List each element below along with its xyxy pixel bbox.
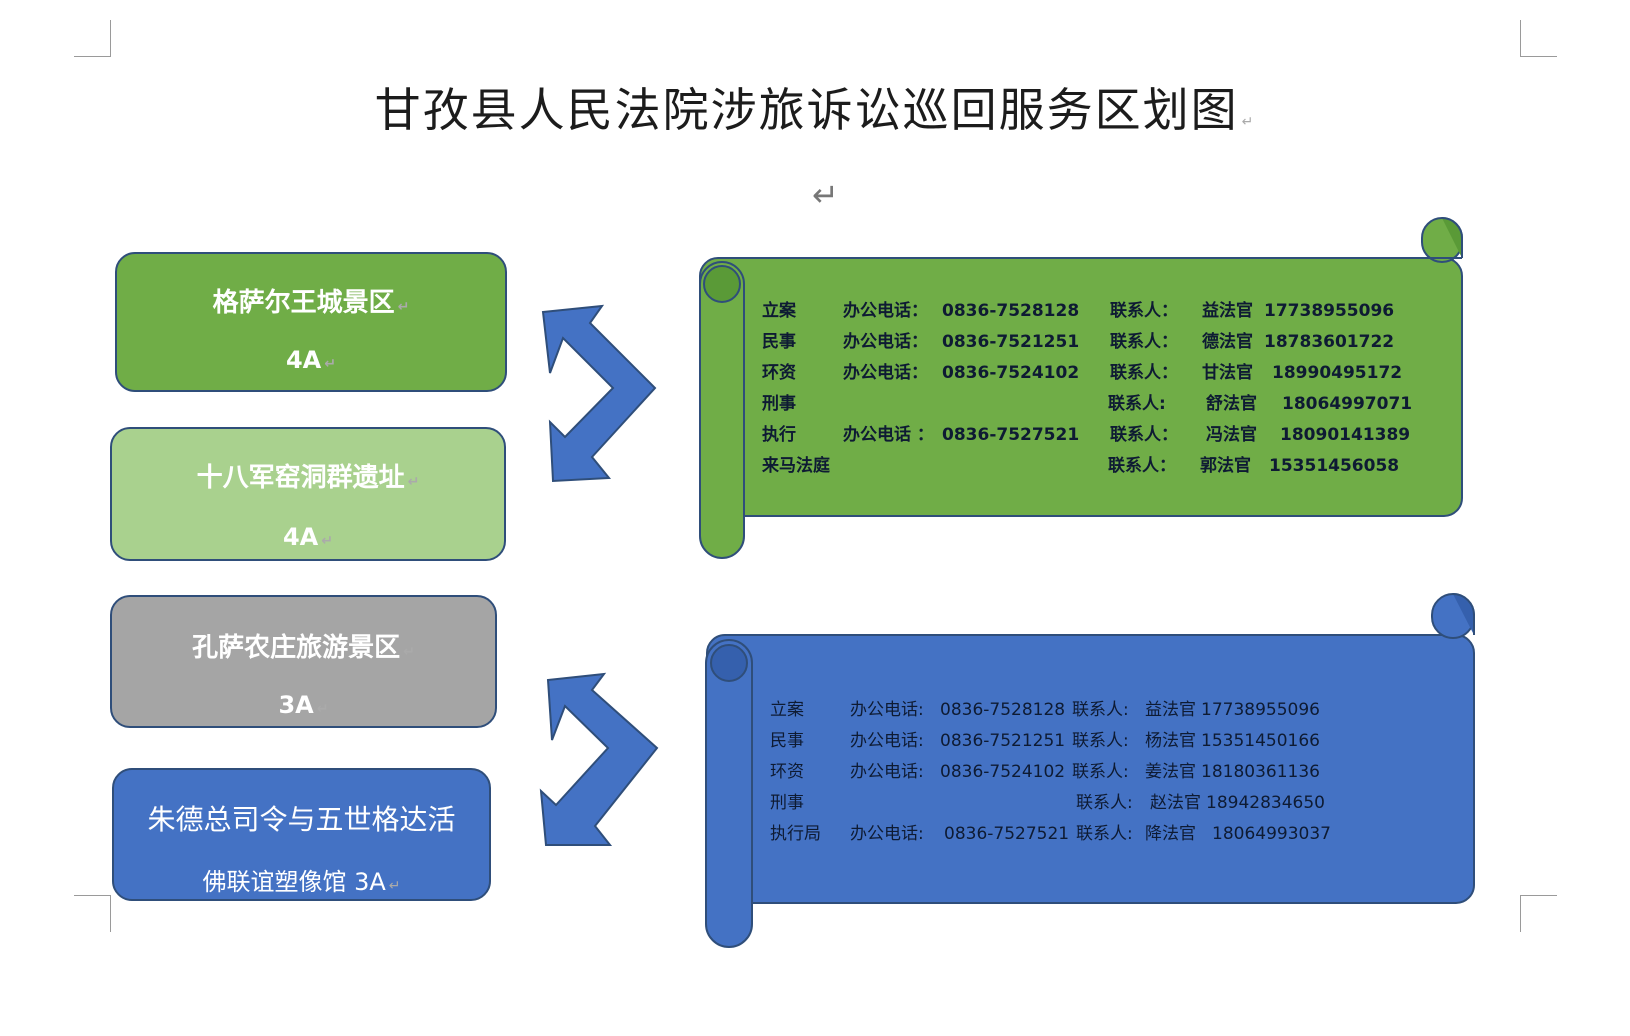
page-title-text: 甘孜县人民法院涉旅诉讼巡回服务区划图 xyxy=(374,83,1239,137)
dept-label: 环资 xyxy=(762,363,796,383)
site-name: 格萨尔王城景区 xyxy=(212,288,395,318)
mobile-number: 18783601722 xyxy=(1264,332,1395,352)
phone-number: 0836-7524102 xyxy=(942,363,1080,383)
page-title: 甘孜县人民法院涉旅诉讼巡回服务区划图↵ xyxy=(0,74,1630,140)
dept-label: 刑事 xyxy=(770,793,804,813)
mobile-number: 18180361136 xyxy=(1201,762,1320,782)
site-box-18th-army-caves: 十八军窑洞群遗址↵ 4A↵ xyxy=(110,427,506,561)
site-name: 孔萨农庄旅游景区 xyxy=(192,633,401,663)
dept-label: 民事 xyxy=(770,731,804,751)
mobile-number: 18064997071 xyxy=(1282,394,1413,414)
phone-label: 办公电话: xyxy=(850,824,924,844)
dept-label: 立案 xyxy=(770,700,804,720)
site-box-kongsa-farm: 孔萨农庄旅游景区↵ 3A↵ xyxy=(110,595,497,728)
contact-name: 益法官 xyxy=(1145,700,1196,720)
double-arrow-icon xyxy=(541,304,657,483)
mobile-number: 15351450166 xyxy=(1201,731,1320,751)
dept-label: 刑事 xyxy=(762,394,796,414)
contact-label: 联系人： xyxy=(1110,425,1178,445)
paragraph-mark: ↵ xyxy=(1241,114,1256,130)
contact-label: 联系人: xyxy=(1072,700,1129,720)
phone-label: 办公电话: xyxy=(850,731,924,751)
dept-label: 立案 xyxy=(762,301,796,321)
contact-scroll-green xyxy=(699,217,1463,559)
contact-label: 联系人： xyxy=(1110,332,1178,352)
dept-label: 执行局 xyxy=(770,824,821,844)
contact-label: 联系人： xyxy=(1110,301,1178,321)
mobile-number: 18090141389 xyxy=(1280,425,1411,445)
paragraph-mark: ↵ xyxy=(324,356,336,372)
mobile-number: 17738955096 xyxy=(1201,700,1320,720)
phone-number: 0836-7528128 xyxy=(940,700,1066,720)
double-arrow-icon xyxy=(539,672,659,846)
phone-number: 0836-7527521 xyxy=(942,425,1080,445)
contact-label: 联系人: xyxy=(1076,824,1133,844)
contact-name: 冯法官 xyxy=(1206,425,1257,445)
paragraph-mark: ↵ xyxy=(316,701,329,717)
site-rating: 佛联谊塑像馆 3A xyxy=(202,868,386,896)
contact-name: 赵法官 xyxy=(1150,793,1201,813)
contact-label: 联系人: xyxy=(1072,731,1129,751)
contact-name: 姜法官 xyxy=(1145,762,1196,782)
paragraph-mark: ↵ xyxy=(397,299,410,315)
contact-label: 联系人: xyxy=(1108,394,1166,414)
paragraph-mark: ↵ xyxy=(403,644,415,660)
phone-number: 0836-7528128 xyxy=(942,301,1080,321)
site-name: 十八军窑洞群遗址 xyxy=(196,463,405,493)
site-box-zhude-statue-hall: 朱德总司令与五世格达活 佛联谊塑像馆 3A↵ xyxy=(112,768,491,901)
paragraph-mark: ↵ xyxy=(388,878,401,894)
phone-label: 办公电话： xyxy=(843,332,928,352)
paragraph-mark: ↵ xyxy=(407,474,420,490)
phone-label: 办公电话: xyxy=(850,762,924,782)
site-rating: 3A xyxy=(278,691,314,719)
contact-name: 益法官 xyxy=(1202,301,1253,321)
contact-name: 德法官 xyxy=(1202,332,1253,352)
paragraph-mark: ↵ xyxy=(321,533,333,549)
contact-name: 甘法官 xyxy=(1202,363,1253,383)
phone-number: 0836-7524102 xyxy=(940,762,1066,782)
contact-label: 联系人： xyxy=(1108,456,1176,476)
crop-mark-top-right xyxy=(1520,20,1557,57)
site-rating: 4A xyxy=(285,346,322,374)
contact-label: 联系人: xyxy=(1076,793,1133,813)
phone-label: 办公电话 ： xyxy=(843,425,934,445)
crop-mark-bottom-left xyxy=(74,895,111,932)
phone-number: 0836-7521251 xyxy=(942,332,1080,352)
dept-label: 民事 xyxy=(762,332,796,352)
contact-name: 杨法官 xyxy=(1145,731,1196,751)
dept-label: 来马法庭 xyxy=(762,456,830,476)
site-name: 朱德总司令与五世格达活 xyxy=(147,803,456,836)
mobile-number: 15351456058 xyxy=(1269,456,1400,476)
mobile-number: 18942834650 xyxy=(1206,793,1325,813)
phone-number: 0836-7527521 xyxy=(944,824,1070,844)
dept-label: 环资 xyxy=(770,762,804,782)
contact-scroll-blue xyxy=(705,593,1475,948)
return-arrow-icon: ↵ xyxy=(812,176,839,214)
phone-label: 办公电话: xyxy=(850,700,924,720)
contact-name: 郭法官 xyxy=(1200,456,1251,476)
site-rating: 4A xyxy=(282,523,319,551)
contact-label: 联系人： xyxy=(1110,363,1178,383)
mobile-number: 18064993037 xyxy=(1212,824,1331,844)
mobile-number: 17738955096 xyxy=(1264,301,1395,321)
dept-label: 执行 xyxy=(762,425,796,445)
contact-label: 联系人: xyxy=(1072,762,1129,782)
contact-name: 舒法官 xyxy=(1206,394,1257,414)
contact-name: 降法官 xyxy=(1145,824,1196,844)
phone-label: 办公电话： xyxy=(843,301,928,321)
phone-number: 0836-7521251 xyxy=(940,731,1066,751)
crop-mark-top-left xyxy=(74,20,111,57)
phone-label: 办公电话： xyxy=(843,363,928,383)
site-box-gesar-city: 格萨尔王城景区↵ 4A↵ xyxy=(115,252,507,392)
crop-mark-bottom-right xyxy=(1520,895,1557,932)
mobile-number: 18990495172 xyxy=(1272,363,1403,383)
